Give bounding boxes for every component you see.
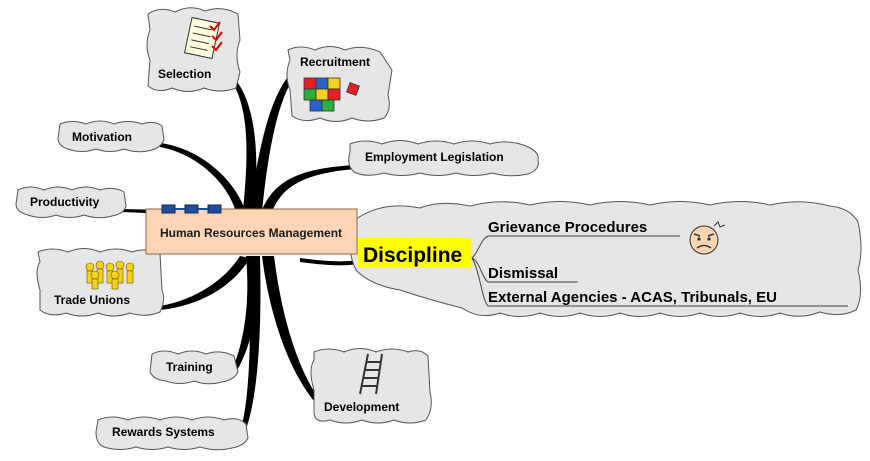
connector-recruitment bbox=[250, 72, 295, 212]
cloud-rewards bbox=[95, 416, 249, 451]
branch-training[interactable]: Training bbox=[166, 360, 213, 374]
connector-tradeunions bbox=[160, 256, 250, 310]
connector-selection bbox=[232, 80, 257, 212]
branch-productivity[interactable]: Productivity bbox=[30, 195, 100, 209]
puzzle-icon bbox=[303, 77, 360, 112]
discipline-label: Discipline bbox=[363, 244, 462, 267]
cloud-motivation bbox=[57, 120, 165, 153]
checklist-icon bbox=[183, 16, 223, 60]
central-node[interactable]: Human Resources Management bbox=[145, 204, 358, 255]
connector-development bbox=[262, 256, 325, 410]
cloud-employment bbox=[348, 140, 539, 177]
connector-rewards bbox=[240, 256, 261, 434]
discipline-child-grievance[interactable]: Grievance Procedures bbox=[488, 219, 647, 236]
handle-2 bbox=[184, 204, 199, 214]
ladder-icon bbox=[359, 353, 383, 395]
cloud-productivity bbox=[15, 186, 127, 219]
branch-motivation[interactable]: Motivation bbox=[72, 130, 132, 144]
central-box bbox=[145, 208, 358, 255]
angry-face-icon bbox=[689, 221, 726, 255]
branch-development[interactable]: Development bbox=[324, 400, 399, 414]
discipline-node[interactable]: Discipline bbox=[358, 238, 472, 268]
crowd-icon bbox=[85, 260, 135, 290]
handle-1 bbox=[161, 204, 176, 214]
discipline-children bbox=[471, 235, 848, 307]
handle-3 bbox=[207, 204, 222, 214]
central-label: Human Resources Management bbox=[160, 226, 342, 240]
connector-employment bbox=[262, 165, 356, 212]
cloud-discipline bbox=[349, 201, 862, 317]
branch-trade-unions[interactable]: Trade Unions bbox=[54, 293, 130, 307]
discipline-child-external-agencies[interactable]: External Agencies - ACAS, Tribunals, EU bbox=[488, 289, 777, 306]
branch-employment-legislation[interactable]: Employment Legislation bbox=[365, 150, 504, 164]
clouds bbox=[15, 7, 862, 451]
discipline-child-dismissal[interactable]: Dismissal bbox=[488, 265, 558, 282]
branch-selection[interactable]: Selection bbox=[158, 67, 211, 81]
connector-discipline bbox=[300, 258, 358, 266]
connector-motivation bbox=[160, 143, 245, 212]
discipline-highlight bbox=[358, 238, 472, 268]
branch-recruitment[interactable]: Recruitment bbox=[300, 55, 370, 69]
cloud-training bbox=[149, 350, 239, 385]
branch-rewards-systems[interactable]: Rewards Systems bbox=[112, 425, 215, 439]
